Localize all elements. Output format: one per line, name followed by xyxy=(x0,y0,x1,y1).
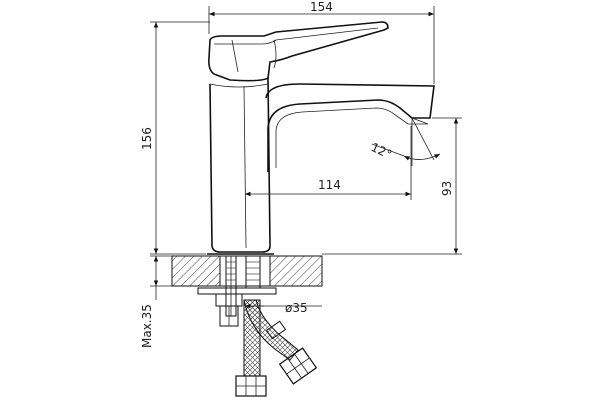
dimension-label-max35: Max.35 xyxy=(140,304,154,348)
dimension-label-156: 156 xyxy=(140,127,154,150)
dimension-spout-angle: 12° xyxy=(369,117,441,166)
dimension-height-total: 156 xyxy=(140,21,210,255)
dimension-label-154: 154 xyxy=(310,0,333,14)
flex-hoses xyxy=(235,255,318,397)
spout xyxy=(265,83,435,172)
dimension-label-114: 114 xyxy=(318,178,341,192)
dimension-width-total: 154 xyxy=(208,0,435,84)
dimension-spout-reach: 114 xyxy=(245,126,412,200)
dimension-label-93: 93 xyxy=(440,181,454,196)
dimension-label-d35: ø35 xyxy=(285,301,308,315)
faucet-body xyxy=(207,77,274,255)
dimension-label-12-deg: 12° xyxy=(369,140,394,162)
countertop xyxy=(171,255,323,327)
dimension-spout-height: 93 xyxy=(322,117,462,255)
lever-handle xyxy=(208,21,389,88)
dimension-max-countertop: Max.35 xyxy=(140,255,172,348)
dimension-hole-diameter: ø35 xyxy=(245,301,322,315)
